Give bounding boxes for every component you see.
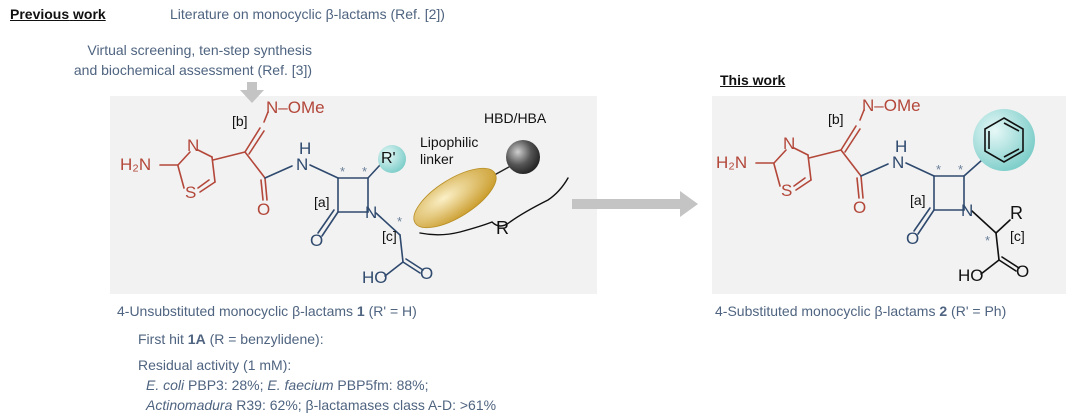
down-arrow [240, 82, 264, 103]
hbd-hba-label: HBD/HBA [484, 110, 547, 126]
acid-ho-label-right: HO [958, 266, 984, 285]
ref2-text: Literature on monocyclic β-lactams (Ref.… [170, 6, 445, 22]
residual-activity-line: Residual activity (1 mM): [138, 357, 292, 373]
lactam-n-label-right: N [961, 201, 974, 220]
thiazole-s-label: S [185, 183, 197, 202]
stereo-star-1-right: * [936, 162, 942, 177]
phenyl-sphere [973, 109, 1035, 171]
ome-label: N–OMe [266, 98, 325, 117]
amide-h-label-right: H [895, 137, 908, 156]
amide-n-label-right: N [892, 153, 905, 172]
ome-label-right: N–OMe [862, 96, 921, 115]
hbd-hba-sphere [506, 140, 540, 174]
previous-work-header: Previous work [10, 6, 106, 22]
ref3-line2: and biochemical assessment (Ref. [3]) [73, 62, 312, 78]
amide-n-label: N [296, 155, 309, 174]
label-c: [c] [382, 228, 397, 244]
label-b-right: [b] [828, 111, 844, 127]
left-molecule-bonds [159, 111, 569, 277]
lipophilic-linker-ellipse [413, 167, 497, 229]
this-work-header: This work [720, 72, 786, 88]
amide-o-label-right: O [853, 198, 867, 217]
label-c-right: [c] [1010, 228, 1025, 244]
amide-o-label: O [257, 200, 271, 219]
left-caption: 4-Unsubstituted monocyclic β-lactams 1 (… [117, 303, 417, 319]
first-hit-line: First hit 1A (R = benzylidene): [138, 331, 324, 347]
lactam-o-label: O [310, 231, 324, 250]
benzene-ring [984, 117, 1024, 163]
h2n-label: H₂N [120, 155, 152, 174]
stereo-star-3-right: * [985, 233, 991, 248]
activity-line-2: Actinomadura R39: 62%; β-lactamases clas… [146, 397, 497, 413]
activity-line-1: E. coli PBP3: 28%; E. faecium PBP5fm: 88… [146, 377, 429, 393]
h2n-label-right: H₂N [716, 153, 748, 172]
acid-ho-label: HO [362, 268, 388, 287]
linker-label: linker [420, 151, 454, 167]
r-group-label-right: R [1010, 203, 1023, 223]
right-arrow [572, 191, 698, 217]
thiazole-n-label-right: N [783, 134, 796, 153]
stereo-star-2: * [362, 164, 368, 179]
stereo-star-1: * [340, 164, 346, 179]
thiazole-n-label: N [187, 136, 200, 155]
lactam-o-label-right: O [906, 229, 920, 248]
label-a: [a] [314, 194, 330, 210]
stereo-star-3: * [397, 214, 403, 229]
acid-o-label: O [420, 264, 434, 283]
r-prime-sphere [378, 145, 406, 173]
ref3-line1: Virtual screening, ten-step synthesis [87, 42, 312, 58]
right-molecule-bonds [755, 109, 1020, 275]
label-a-right: [a] [910, 192, 926, 208]
r-prime-label: R' [381, 150, 396, 167]
acid-o-label-right: O [1016, 262, 1030, 281]
thiazole-s-label-right: S [781, 181, 793, 200]
left-structure-panel [110, 96, 597, 294]
label-b: [b] [232, 113, 248, 129]
amide-h-label: H [299, 139, 312, 158]
r-group-label: R [496, 218, 509, 238]
lipophilic-label: Lipophilic [420, 134, 479, 150]
lactam-n-label: N [365, 203, 378, 222]
right-caption: 4-Substituted monocyclic β-lactams 2 (R'… [715, 303, 1007, 319]
stereo-star-2-right: * [958, 162, 964, 177]
